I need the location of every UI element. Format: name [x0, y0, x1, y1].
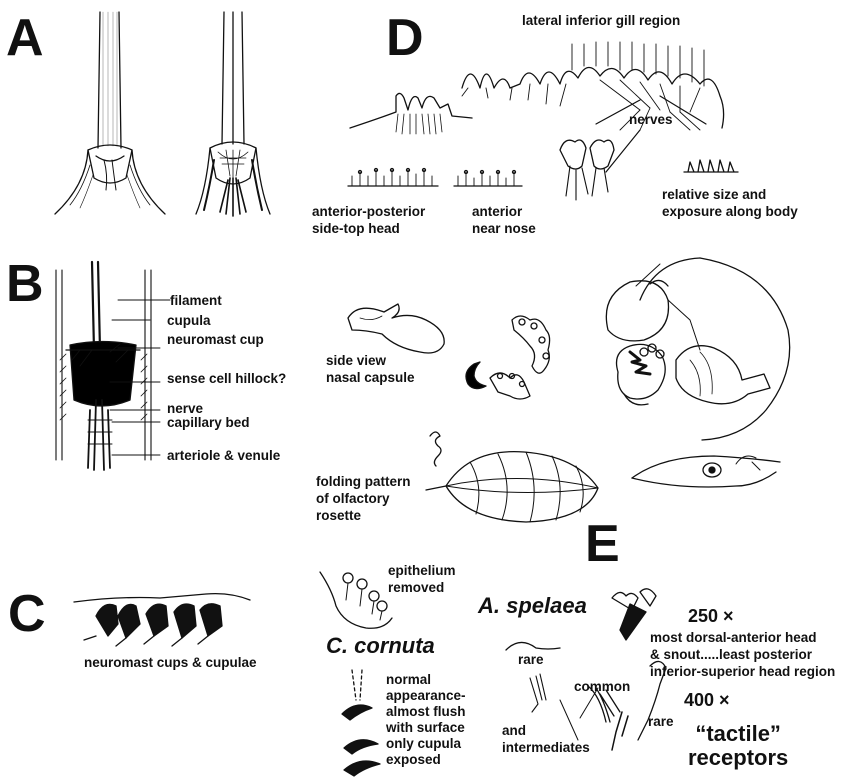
label-side-view-nasal-capsule: side view nasal capsule: [326, 352, 415, 386]
label-lateral-inferior-gill-region: lateral inferior gill region: [522, 12, 680, 29]
label-rare-1: rare: [518, 651, 544, 668]
label-tactile-receptors: “tactile” receptors: [688, 722, 788, 770]
panel-e-normal-cupula-sketches: [342, 670, 380, 776]
panel-letter-e: E: [585, 518, 620, 570]
panel-d-size-comparison-sketch: [684, 160, 738, 172]
panel-a-neuromast-right: [196, 12, 270, 216]
label-most-dorsal-anterior: most dorsal-anterior head & snout.....le…: [650, 629, 835, 680]
magnification-400: 400 ×: [684, 690, 730, 710]
label-epithelium-removed: epithelium removed: [388, 562, 456, 596]
label-common: common: [574, 678, 630, 695]
label-neuromast-cups-cupulae: neuromast cups & cupulae: [84, 654, 257, 671]
panel-d-gill-region-sketch: [462, 42, 724, 130]
species-c-cornuta: C. cornuta: [326, 634, 435, 658]
label-relative-size: relative size and exposure along body: [662, 186, 798, 220]
panel-b-neuromast-section: [56, 262, 170, 470]
panel-d-olfactory-rosette: [426, 432, 598, 522]
panel-d-crescent: [466, 362, 486, 389]
label-capillary-bed: capillary bed: [167, 414, 250, 431]
panel-letter-c: C: [8, 588, 46, 640]
label-cupula: cupula: [167, 312, 211, 329]
label-anterior-posterior: anterior-posterior side-top head: [312, 203, 425, 237]
label-sense-cell-hillock: sense cell hillock?: [167, 370, 286, 387]
species-a-spelaea: A. spelaea: [478, 594, 587, 618]
panel-d-nasal-capsule: [348, 304, 444, 353]
panel-c-neuromast-cups: [74, 594, 250, 646]
panel-letter-d: D: [386, 12, 424, 64]
panel-d-neuromast-row-head: [348, 169, 522, 187]
label-normal-appearance: normal appearance- almost flush with sur…: [386, 672, 466, 768]
panel-a-neuromast-left: [55, 12, 165, 214]
panel-d-rosette-folds: [490, 316, 550, 399]
label-folding-pattern: folding pattern of olfactory rosette: [316, 473, 411, 524]
label-neuromast-cup: neuromast cup: [167, 331, 264, 348]
magnification-250: 250 ×: [688, 606, 734, 626]
panel-letter-a: A: [6, 12, 44, 64]
panel-e-epithelium-removed-sketch: [320, 572, 392, 628]
label-filament: filament: [170, 292, 222, 309]
label-rare-2: rare: [648, 713, 674, 730]
label-anterior-near-nose: anterior near nose: [472, 203, 536, 237]
label-and-intermediates: and intermediates: [502, 722, 590, 756]
label-arteriole-venule: arteriole & venule: [167, 447, 280, 464]
panel-d-eye-and-capsule: [606, 258, 789, 440]
panel-d-cupulae-pair: [560, 130, 640, 200]
panel-letter-b: B: [6, 258, 44, 310]
panel-d-small-neuromast-row: [350, 93, 472, 134]
panel-d-head-profile: [632, 456, 780, 487]
label-nerves: nerves: [629, 111, 673, 128]
